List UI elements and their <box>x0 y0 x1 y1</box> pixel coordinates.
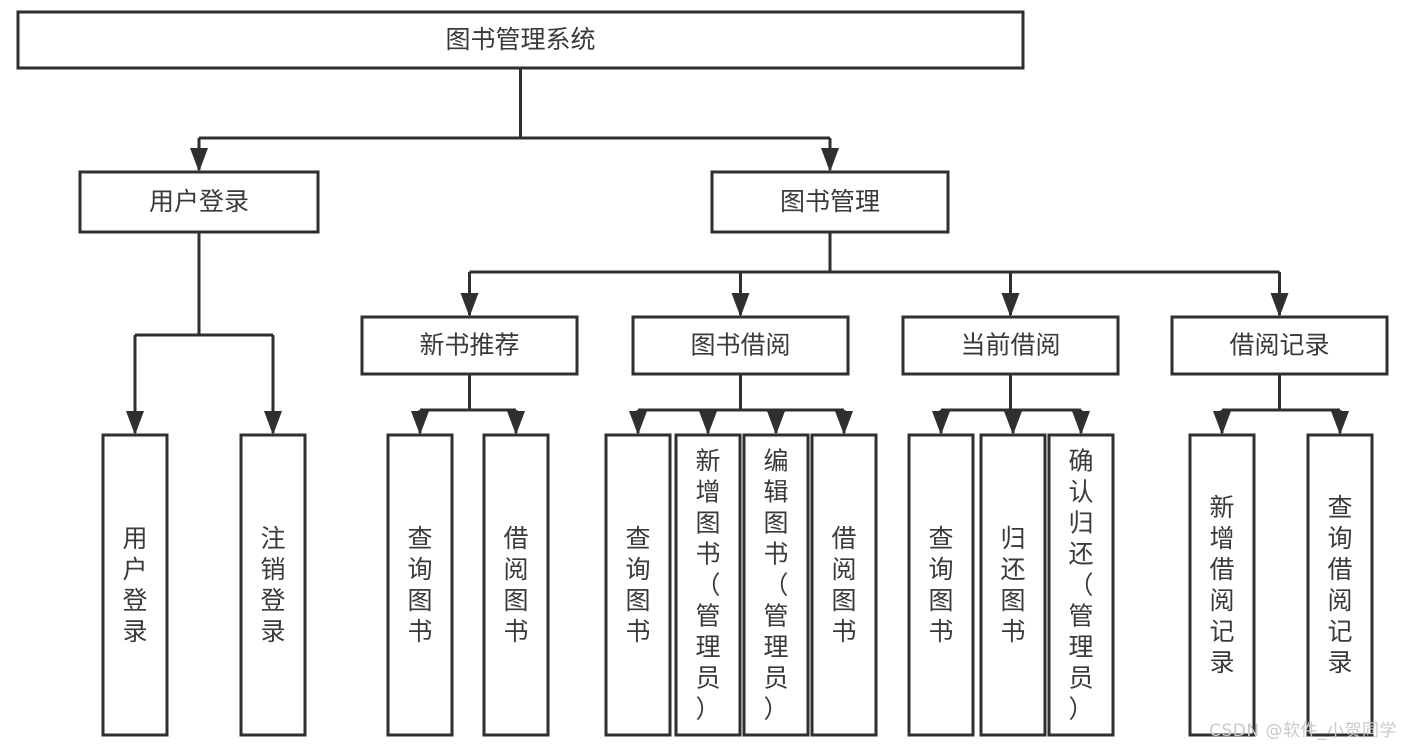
node-box <box>710 170 950 234</box>
node-box <box>604 433 672 737</box>
node-label: 编辑图书（管理员） <box>763 447 788 724</box>
node-label: 借阅图书 <box>503 524 528 646</box>
node-leaf-borrow-add[interactable]: 新增图书（管理员） <box>674 433 742 737</box>
node-label: 借阅记录 <box>1229 331 1329 360</box>
node-box <box>239 433 307 737</box>
node-box <box>1306 433 1374 737</box>
node-label: 查询图书 <box>928 524 953 646</box>
node-login[interactable]: 用户登录 <box>78 170 320 234</box>
node-label: 查询借阅记录 <box>1327 493 1352 677</box>
node-records[interactable]: 借阅记录 <box>1170 315 1389 376</box>
node-box <box>386 433 454 737</box>
node-label: 用户登录 <box>122 524 147 646</box>
node-bookmgmt[interactable]: 图书管理 <box>710 170 950 234</box>
node-box <box>907 433 975 737</box>
node-current[interactable]: 当前借阅 <box>901 315 1120 376</box>
node-box <box>742 433 810 737</box>
node-label: 新增图书（管理员） <box>695 447 720 724</box>
node-label: 归还图书 <box>1000 524 1025 646</box>
node-leaf-current-query[interactable]: 查询图书 <box>907 433 975 737</box>
node-leaf-user-logout[interactable]: 注销登录 <box>239 433 307 737</box>
node-label: 借阅图书 <box>831 524 856 646</box>
connector-layer <box>126 68 1349 435</box>
node-layer: 图书管理系统用户登录图书管理新书推荐图书借阅当前借阅借阅记录用户登录注销登录查询… <box>16 10 1389 737</box>
node-leaf-current-confirm[interactable]: 确认归还（管理员） <box>1047 433 1115 737</box>
node-box <box>1047 433 1115 737</box>
node-leaf-records-add[interactable]: 新增借阅记录 <box>1188 433 1256 737</box>
node-box <box>901 315 1120 376</box>
node-leaf-newbook-borrow[interactable]: 借阅图书 <box>482 433 550 737</box>
node-newbook[interactable]: 新书推荐 <box>360 315 579 376</box>
node-leaf-records-query[interactable]: 查询借阅记录 <box>1306 433 1374 737</box>
node-box <box>360 315 579 376</box>
node-box <box>482 433 550 737</box>
node-label: 当前借阅 <box>960 331 1060 360</box>
node-leaf-borrow-edit[interactable]: 编辑图书（管理员） <box>742 433 810 737</box>
node-leaf-newbook-query[interactable]: 查询图书 <box>386 433 454 737</box>
node-box <box>810 433 878 737</box>
node-label: 新书推荐 <box>419 331 519 360</box>
node-box <box>631 315 850 376</box>
node-label: 图书管理系统 <box>445 25 595 54</box>
node-leaf-user-login[interactable]: 用户登录 <box>101 433 169 737</box>
node-leaf-current-return[interactable]: 归还图书 <box>979 433 1047 737</box>
node-label: 图书管理 <box>780 187 880 216</box>
node-box <box>16 10 1025 70</box>
node-label: 新增借阅记录 <box>1209 493 1234 677</box>
node-leaf-borrow-query[interactable]: 查询图书 <box>604 433 672 737</box>
node-root[interactable]: 图书管理系统 <box>16 10 1025 70</box>
node-label: 查询图书 <box>625 524 650 646</box>
node-box <box>78 170 320 234</box>
node-label: 注销登录 <box>260 524 285 646</box>
node-box <box>674 433 742 737</box>
node-box <box>979 433 1047 737</box>
node-label: 用户登录 <box>149 187 249 216</box>
node-label: 查询图书 <box>407 524 432 646</box>
node-box <box>1170 315 1389 376</box>
node-label: 图书借阅 <box>690 331 790 360</box>
node-box <box>1188 433 1256 737</box>
node-borrow[interactable]: 图书借阅 <box>631 315 850 376</box>
node-box <box>101 433 169 737</box>
node-label: 确认归还（管理员） <box>1068 447 1093 724</box>
node-leaf-borrow-lend[interactable]: 借阅图书 <box>810 433 878 737</box>
